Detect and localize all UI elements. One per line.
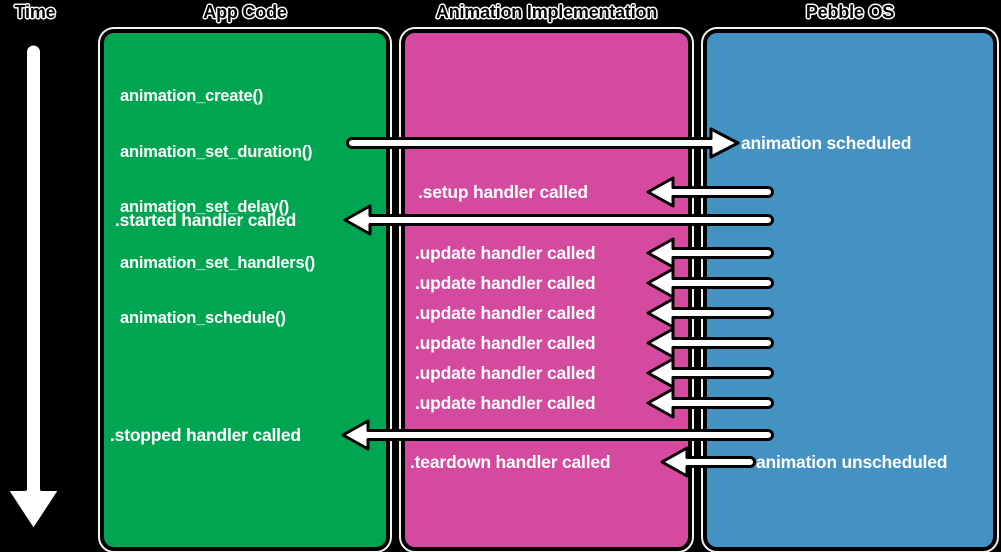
update-handler-label: .update handler called <box>415 333 596 353</box>
api-call: animation_create() <box>120 87 264 105</box>
update-handler-label: .update handler called <box>415 393 596 413</box>
update-handler-label: .update handler called <box>415 303 596 323</box>
animation-implementation-header: Animation Implementation <box>435 2 658 22</box>
time-header: Time <box>14 2 56 22</box>
time-arrow <box>4 41 63 533</box>
started-handler-label: .started handler called <box>115 210 297 230</box>
app-code-header: App Code <box>203 2 287 22</box>
update-handler-label: .update handler called <box>415 363 596 383</box>
api-call: animation_set_handlers() <box>120 253 316 272</box>
update-handler-label: .update handler called <box>415 243 596 263</box>
animation-implementation-lane <box>401 29 692 551</box>
stopped-handler-label: .stopped handler called <box>110 425 301 445</box>
api-call-list: animation_create() animation_set_duratio… <box>120 50 315 365</box>
api-call: animation_set_delay() <box>120 198 290 216</box>
app-code-lane <box>100 29 390 551</box>
update-handler-label: .update handler called <box>415 273 596 293</box>
setup-handler-label: .setup handler called <box>418 182 588 202</box>
api-call: animation_set_duration() <box>120 142 313 161</box>
teardown-handler-label: .teardown handler called <box>410 452 611 472</box>
animation-scheduled-label: animation scheduled <box>741 133 912 153</box>
pebble-os-header: Pebble OS <box>805 2 895 22</box>
animation-unscheduled-label: animation unscheduled <box>756 452 948 472</box>
api-call: animation_schedule() <box>120 309 286 327</box>
